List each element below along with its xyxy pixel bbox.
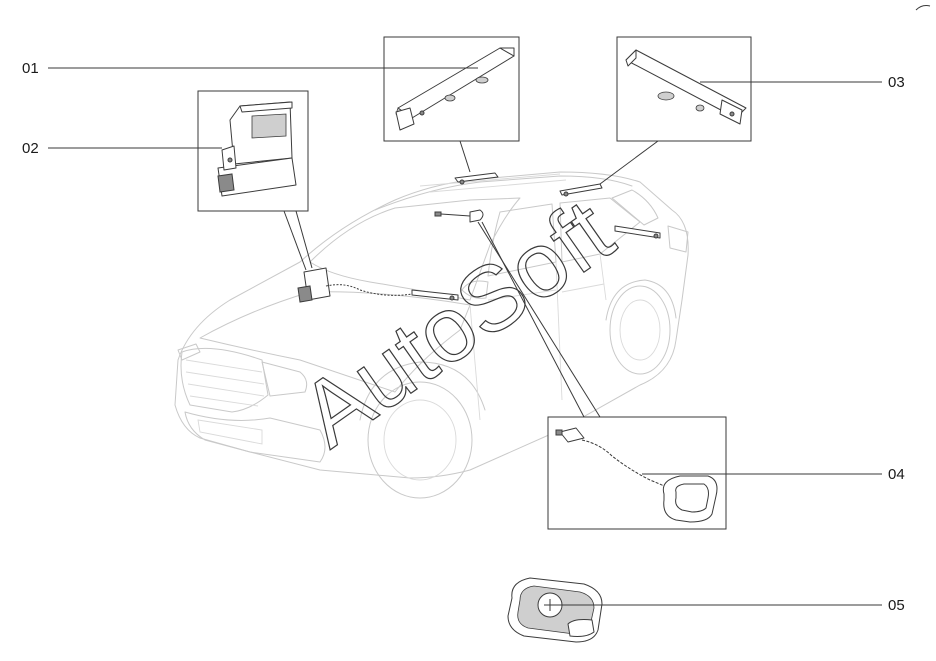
control-module-icon: [217, 101, 297, 197]
callout-01-label: 01: [22, 60, 39, 77]
callout-02-label: 02: [22, 140, 39, 157]
control-module-icon: [297, 267, 331, 303]
vehicle-outline: [174, 171, 689, 499]
loop-antenna-cable-icon: [434, 209, 484, 223]
antenna-bar-icon: [454, 172, 499, 185]
callout-03-label: 03: [888, 74, 905, 91]
key-fob-icon: [507, 577, 603, 643]
leader-lines: [48, 67, 882, 606]
antenna-bar-icon: [614, 225, 661, 239]
corner-mark: [915, 5, 931, 11]
detail-frame-02: [197, 90, 309, 212]
detail-frame-04: [547, 416, 727, 530]
antenna-bar-icon: [395, 47, 515, 131]
callout-04-label: 04: [888, 466, 905, 483]
mounted-components: [297, 172, 661, 303]
antenna-bar-icon: [625, 49, 747, 125]
antenna-bar-icon: [411, 289, 459, 301]
callout-05-label: 05: [888, 597, 905, 614]
detail-frame-01: [383, 36, 520, 142]
loop-antenna-cable-icon: [555, 427, 718, 523]
antenna-bar-icon: [559, 183, 603, 197]
detail-frame-03: [616, 36, 752, 142]
